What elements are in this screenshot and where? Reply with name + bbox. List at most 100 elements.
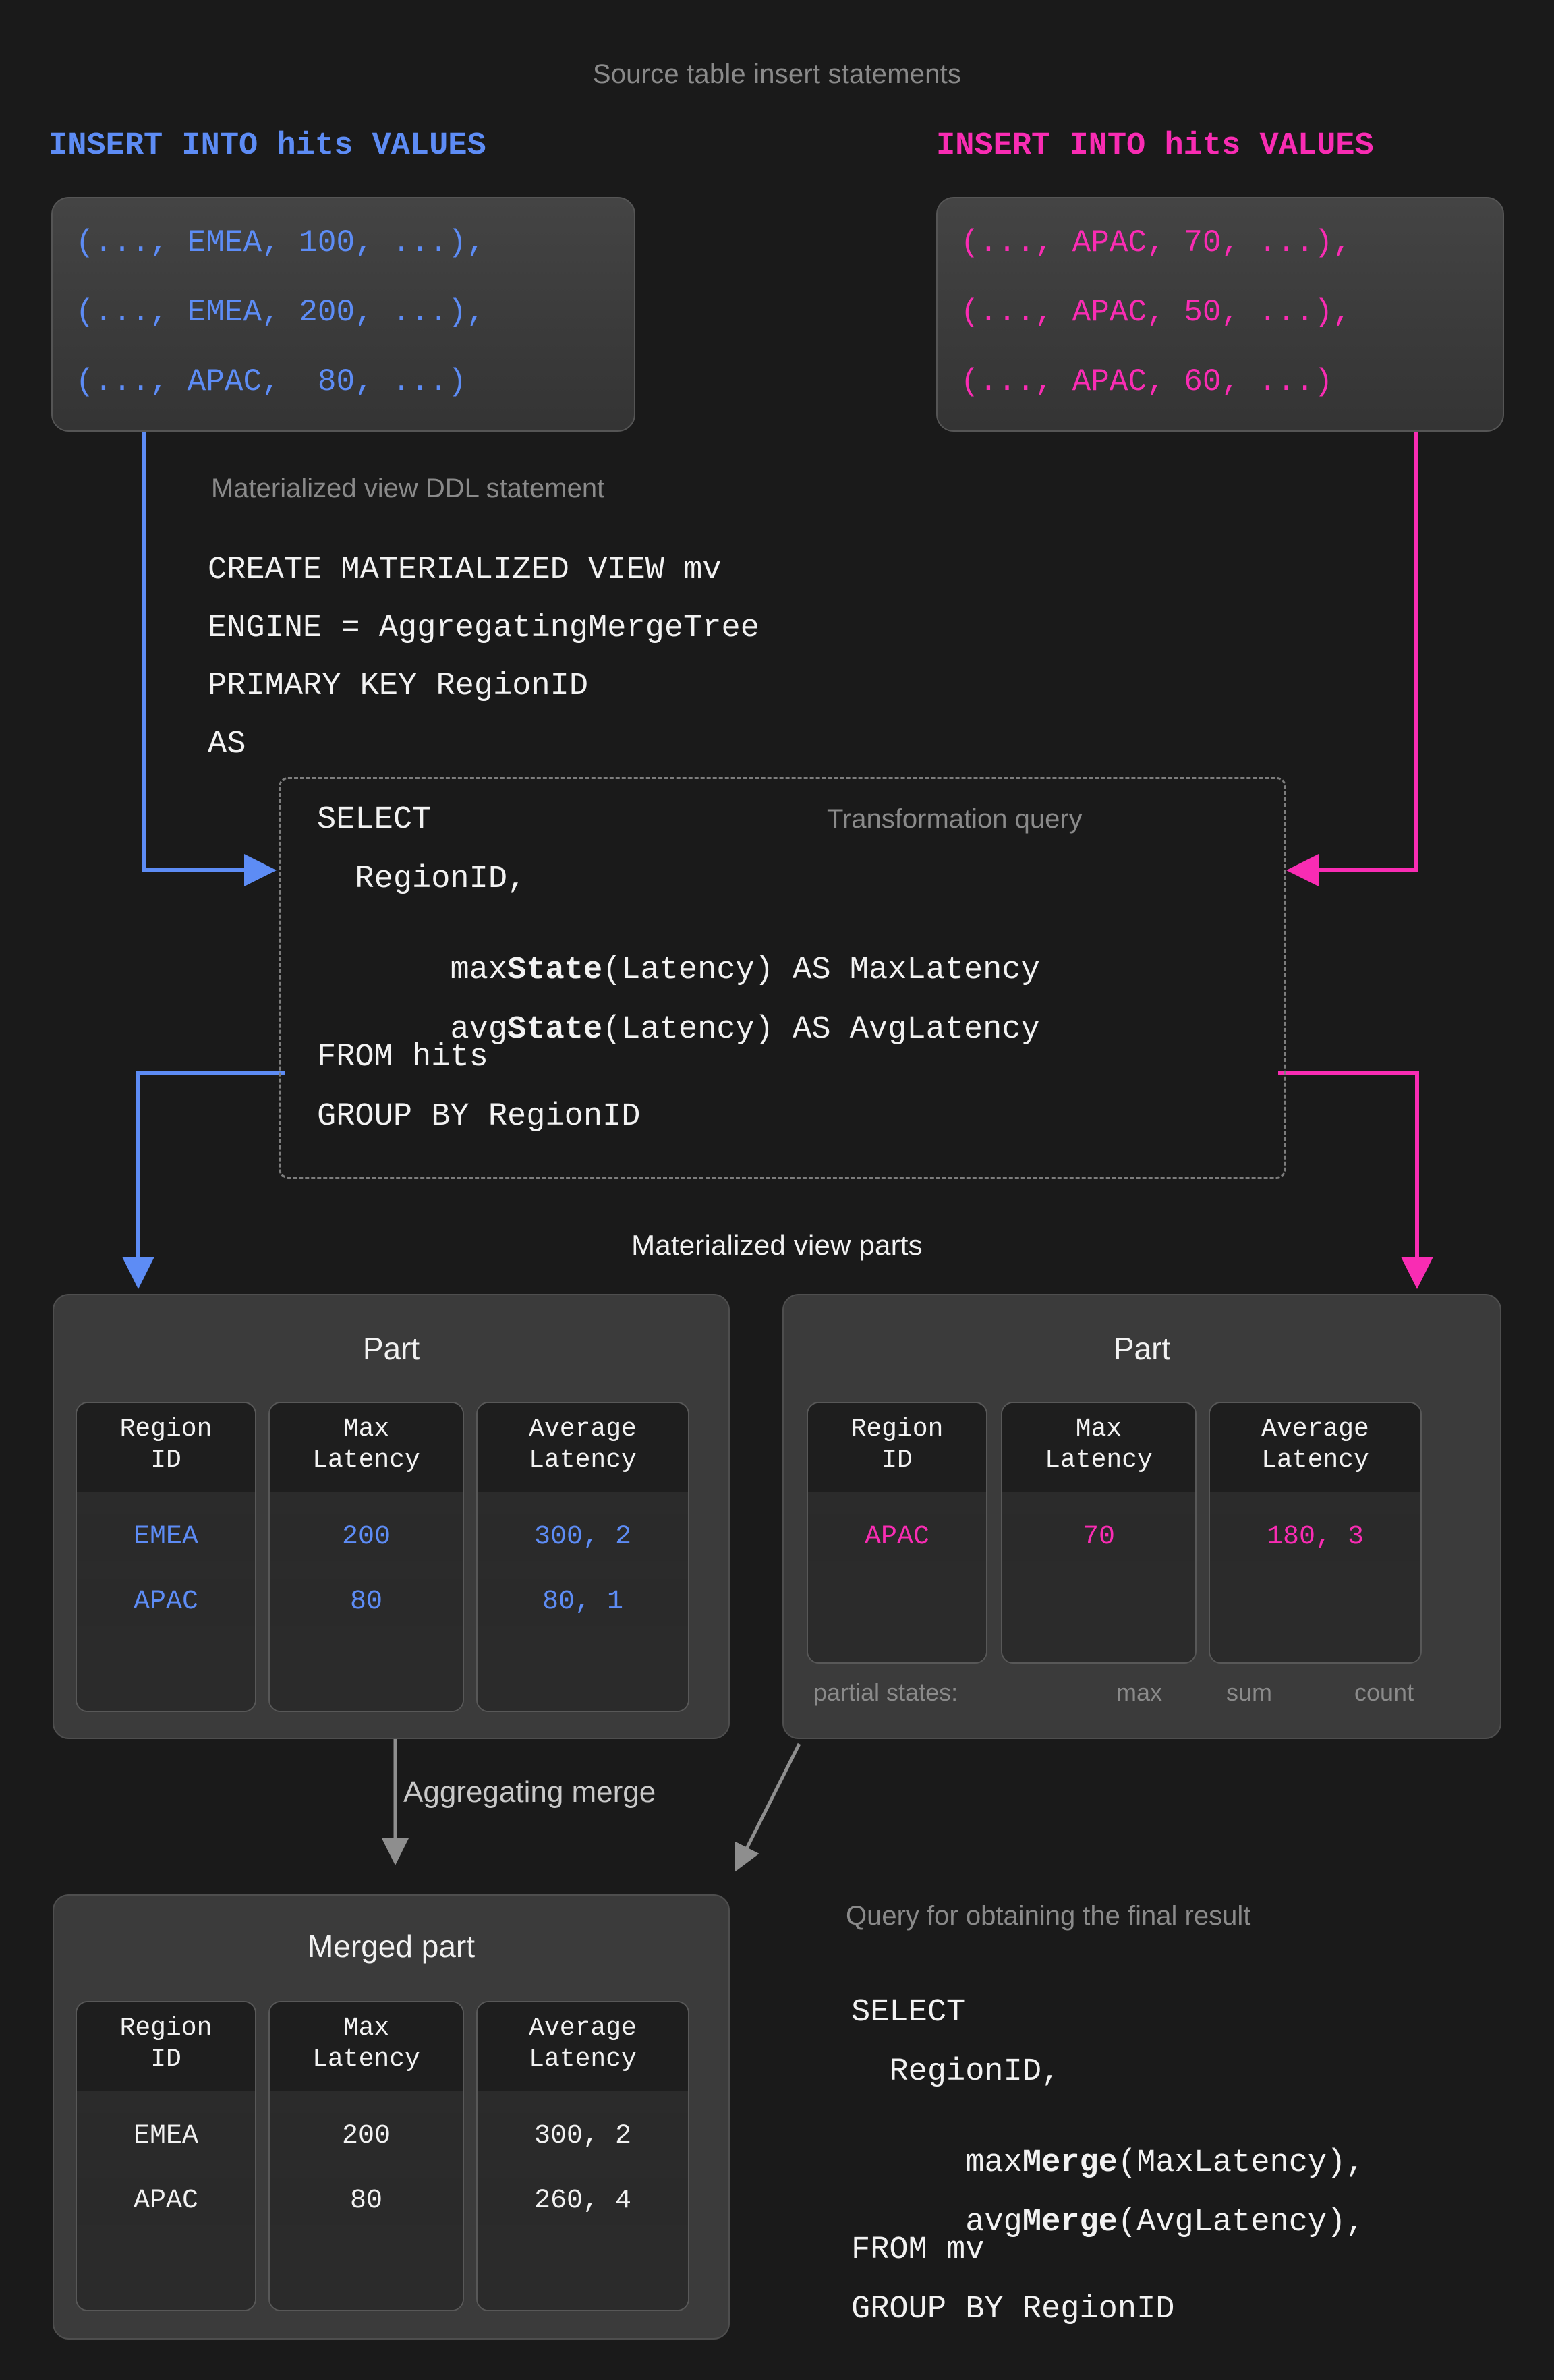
table-cell: 80 [270, 2178, 463, 2225]
table-cell: 300, 2 [478, 2113, 688, 2160]
part-right-title: Part [1113, 1331, 1171, 1366]
final-query-line-3-post: (MaxLatency), [1117, 2145, 1365, 2181]
header-line-2: Latency [529, 1446, 637, 1475]
header-line-2: Latency [312, 2045, 420, 2074]
insert-right-panel: (..., APAC, 70, ...), (..., APAC, 50, ..… [936, 197, 1504, 432]
transformation-line-3-pre: max [412, 953, 508, 988]
insert-left-panel: (..., EMEA, 100, ...), (..., EMEA, 200, … [51, 197, 635, 432]
merged-col-region: Region ID EMEA APAC [76, 2001, 256, 2311]
header-line-2: Latency [529, 2045, 637, 2074]
table-cell: 200 [270, 1514, 463, 1561]
table-cell: 80, 1 [478, 1579, 688, 1626]
final-query-line-4: avgMerge(AvgLatency), [851, 2175, 1364, 2270]
header-line-1: Region [851, 1415, 944, 1444]
part-left-col-avg: Average Latency 300, 2 80, 1 [476, 1402, 689, 1712]
merged-col-avg-header: Average Latency [478, 2002, 688, 2075]
header-line-1: Average [529, 1415, 637, 1444]
header-line-2: ID [150, 1446, 181, 1475]
part-right-col-region-cells: APAC [808, 1492, 986, 1662]
part-left-col-max: Max Latency 200 80 [268, 1402, 464, 1712]
final-query-line-3-bold: Merge [1022, 2145, 1118, 2181]
final-query-line-2: RegionID, [851, 2054, 1061, 2090]
transformation-line-3-post: (Latency) AS MaxLatency [602, 953, 1040, 988]
part-right-col-max-header: Max Latency [1002, 1403, 1195, 1476]
transformation-line-5: FROM hits [317, 1040, 488, 1075]
arrow-merge-right [735, 1743, 801, 1872]
ddl-line-4: AS [208, 727, 246, 762]
merged-col-region-cells: EMEA APAC [77, 2091, 255, 2310]
part-right-col-max: Max Latency 70 [1001, 1402, 1197, 1664]
merged-col-region-header: Region ID [77, 2002, 255, 2075]
table-cell: 260, 4 [478, 2178, 688, 2225]
table-cell: APAC [77, 1579, 255, 1626]
insert-left-row-2: (..., EMEA, 200, ...), [76, 295, 486, 330]
transformation-line-1: SELECT [317, 802, 432, 838]
part-right-panel: Part Region ID APAC Max Latency 70 Avera… [782, 1294, 1501, 1739]
ddl-line-1: CREATE MATERIALIZED VIEW mv [208, 552, 722, 588]
final-query-line-6: GROUP BY RegionID [851, 2292, 1175, 2327]
transformation-line-4: avgState(Latency) AS AvgLatency [317, 982, 1040, 1077]
final-query-line-3: maxMerge(MaxLatency), [851, 2116, 1365, 2211]
part-left-panel: Part Region ID EMEA APAC Max Latency 200… [53, 1294, 730, 1739]
final-query-line-4-pre: avg [927, 2205, 1023, 2240]
header-line-1: Region [119, 2014, 212, 2043]
table-cell: 300, 2 [478, 1514, 688, 1561]
table-cell: APAC [77, 2178, 255, 2225]
transformation-line-4-post: (Latency) AS AvgLatency [602, 1012, 1040, 1048]
part-left-col-avg-cells: 300, 2 80, 1 [478, 1492, 688, 1711]
part-left-col-max-cells: 200 80 [270, 1492, 463, 1711]
insert-right-row-3: (..., APAC, 60, ...) [960, 364, 1333, 399]
merged-part-panel: Merged part Region ID EMEA APAC Max Late… [53, 1894, 730, 2340]
part-left-col-region-cells: EMEA APAC [77, 1492, 255, 1711]
header-line-1: Max [343, 1415, 390, 1444]
ddl-caption: Materialized view DDL statement [211, 474, 605, 503]
header-line-2: ID [150, 2045, 181, 2074]
header-line-2: ID [882, 1446, 913, 1475]
part-left-col-region-header: Region ID [77, 1403, 255, 1476]
part-right-col-region-header: Region ID [808, 1403, 986, 1476]
merged-col-avg: Average Latency 300, 2 260, 4 [476, 2001, 689, 2311]
partial-states-count: count [1354, 1678, 1414, 1706]
merged-col-avg-cells: 300, 2 260, 4 [478, 2091, 688, 2310]
final-query-line-3-pre: max [927, 2145, 1023, 2181]
transformation-line-4-bold: State [507, 1012, 603, 1048]
insert-left-row-1: (..., EMEA, 100, ...), [76, 225, 486, 260]
table-cell: 180, 3 [1210, 1514, 1420, 1561]
aggregating-merge-caption: Aggregating merge [403, 1776, 656, 1809]
part-right-col-avg-header: Average Latency [1210, 1403, 1420, 1476]
part-right-col-avg-cells: 180, 3 [1210, 1492, 1420, 1662]
part-left-col-avg-header: Average Latency [478, 1403, 688, 1476]
transformation-line-2: RegionID, [317, 861, 527, 897]
transformation-caption: Transformation query [827, 804, 1083, 834]
part-right-col-region: Region ID APAC [807, 1402, 987, 1664]
mv-parts-caption: Materialized view parts [631, 1229, 923, 1261]
ddl-line-3: PRIMARY KEY RegionID [208, 669, 589, 704]
part-right-col-avg: Average Latency 180, 3 [1209, 1402, 1422, 1664]
ddl-line-2: ENGINE = AggregatingMergeTree [208, 611, 759, 646]
transformation-query-box [279, 777, 1286, 1179]
table-cell: EMEA [77, 2113, 255, 2160]
header-line-1: Max [343, 2014, 390, 2043]
merged-col-max-header: Max Latency [270, 2002, 463, 2075]
insert-left-header: INSERT INTO hits VALUES [49, 128, 486, 164]
insert-right-row-2: (..., APAC, 50, ...), [960, 295, 1352, 330]
merged-part-title: Merged part [307, 1929, 475, 1964]
part-right-col-max-cells: 70 [1002, 1492, 1195, 1662]
transformation-line-3: maxState(Latency) AS MaxLatency [317, 923, 1040, 1018]
insert-right-row-1: (..., APAC, 70, ...), [960, 225, 1352, 260]
final-query-line-5: FROM mv [851, 2232, 985, 2268]
transformation-line-3-bold: State [507, 953, 603, 988]
header-line-1: Average [1261, 1415, 1369, 1444]
part-left-col-max-header: Max Latency [270, 1403, 463, 1476]
final-query-caption: Query for obtaining the final result [846, 1901, 1251, 1931]
table-cell: 80 [270, 1579, 463, 1626]
final-query-line-4-bold: Merge [1022, 2205, 1118, 2240]
table-cell: APAC [808, 1514, 986, 1561]
partial-states-max: max [1116, 1678, 1163, 1706]
arrow-pink-query-to-part [1278, 1071, 1433, 1289]
header-line-1: Max [1075, 1415, 1122, 1444]
table-cell: EMEA [77, 1514, 255, 1561]
header-line-2: Latency [1261, 1446, 1369, 1475]
partial-states-label: partial states: [813, 1678, 958, 1706]
